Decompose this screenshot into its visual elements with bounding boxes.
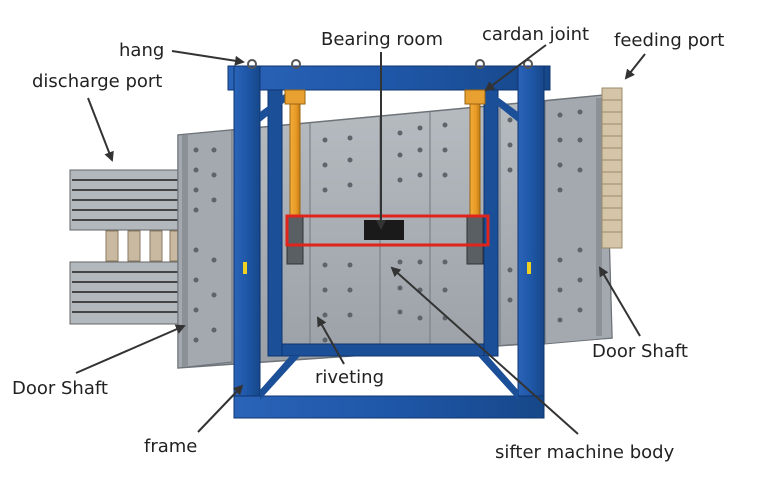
discharge-port-trays (69, 169, 183, 325)
labels: hang Bearing room cardan joint feeding p… (12, 24, 724, 463)
blue-frame (227, 59, 551, 419)
label-sifter-machine-body: sifter machine body (495, 442, 675, 463)
arrow-door-shaft-left (75, 324, 186, 374)
arrow-discharge-port (87, 97, 114, 162)
label-discharge-port: discharge port (32, 71, 162, 92)
label-frame: frame (144, 436, 197, 457)
label-hang: hang (119, 40, 164, 61)
cardan-shafts (284, 89, 486, 265)
label-cardan-joint: cardan joint (482, 24, 589, 45)
bearing-room (285, 214, 490, 247)
label-feeding-port: feeding port (614, 30, 724, 51)
arrow-frame (197, 384, 244, 433)
arrow-feeding-port (624, 53, 646, 80)
label-riveting: riveting (315, 367, 384, 388)
feeding-port (601, 87, 623, 249)
label-door-shaft-left: Door Shaft (12, 378, 108, 399)
leader-arrows (75, 44, 646, 435)
label-door-shaft-right: Door Shaft (592, 341, 688, 362)
label-bearing-room: Bearing room (321, 29, 443, 50)
arrow-hang (171, 50, 245, 66)
arrow-door-shaft-right (598, 266, 641, 337)
arrow-cardan-joint (484, 44, 547, 92)
arrow-riveting (317, 316, 345, 365)
arrow-sifter-body (390, 266, 579, 435)
